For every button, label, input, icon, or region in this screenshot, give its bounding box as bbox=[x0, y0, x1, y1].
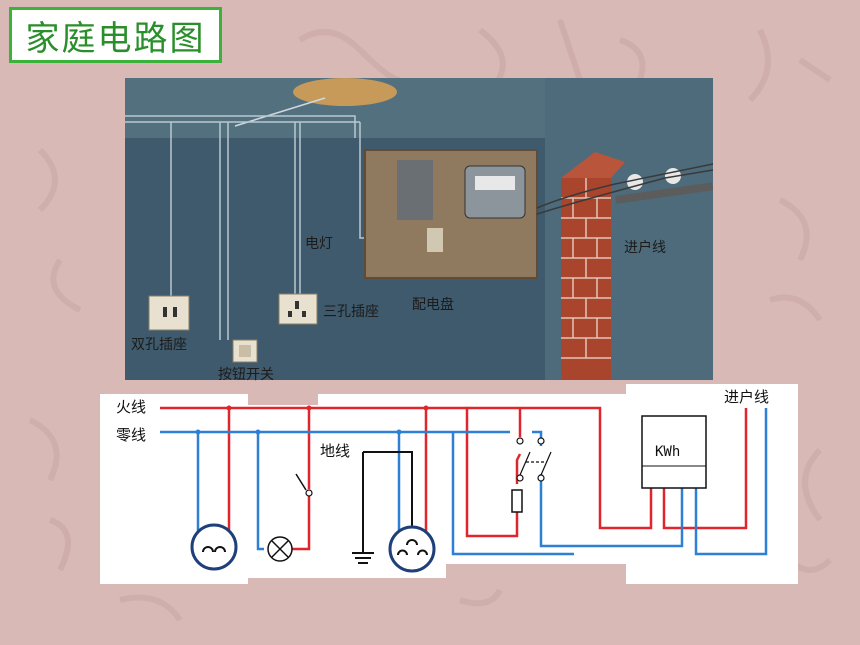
label-ground-wire: 地线 bbox=[320, 442, 351, 460]
two-hole-socket-photo bbox=[148, 295, 190, 331]
brick-wall bbox=[561, 152, 625, 380]
ground-wire bbox=[352, 451, 413, 564]
main-switch-symbol bbox=[516, 437, 552, 482]
neutral-wire bbox=[160, 408, 768, 556]
page-title: 家庭电路图 bbox=[25, 18, 206, 59]
title-box: 家庭电路图 bbox=[9, 7, 222, 63]
switch-symbol bbox=[295, 473, 313, 497]
live-wire bbox=[160, 406, 748, 551]
label-push-switch: 按钮开关 bbox=[218, 367, 274, 383]
label-service-line-photo: 进户线 bbox=[624, 240, 666, 256]
label-two-hole-socket: 双孔插座 bbox=[131, 337, 187, 353]
label-meter: KWh bbox=[655, 444, 681, 460]
label-live-wire: 火线 bbox=[116, 398, 147, 416]
label-service-line: 进户线 bbox=[724, 388, 770, 406]
label-neutral-wire: 零线 bbox=[116, 426, 147, 444]
lamp-symbol bbox=[267, 536, 293, 562]
energy-meter-symbol bbox=[641, 415, 707, 489]
three-hole-socket-symbol bbox=[388, 525, 436, 573]
fuse bbox=[427, 228, 443, 252]
label-distribution-board: 配电盘 bbox=[412, 297, 454, 313]
label-three-hole-socket: 三孔插座 bbox=[323, 304, 379, 320]
fuse-box bbox=[397, 160, 433, 220]
fuse-symbol bbox=[511, 489, 523, 513]
two-hole-socket-symbol bbox=[190, 523, 238, 571]
wiring-illustration bbox=[125, 78, 713, 380]
ceiling-lamp bbox=[293, 78, 397, 106]
label-lamp: 电灯 bbox=[305, 236, 333, 252]
